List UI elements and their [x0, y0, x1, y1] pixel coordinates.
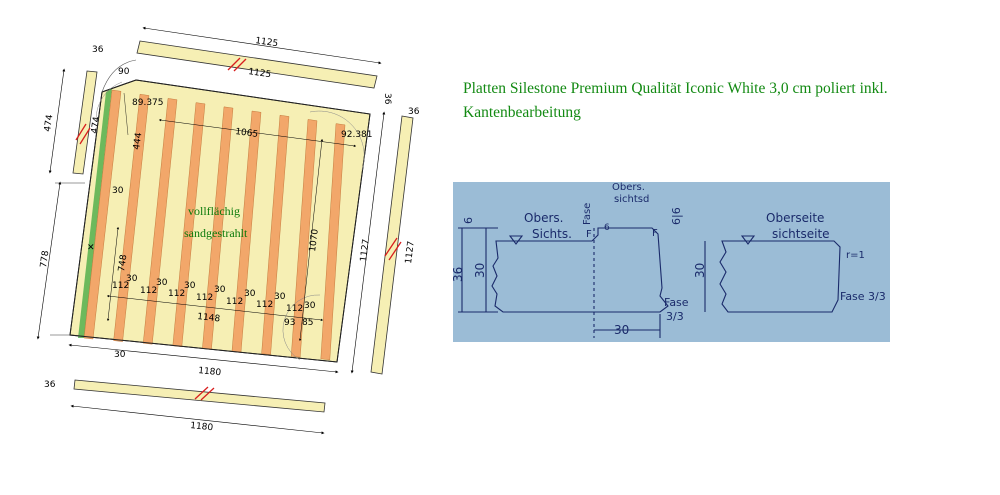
spacing-112-label: 112 [196, 293, 213, 303]
gap-30-bottom-label: 30 [114, 350, 126, 360]
sketch-background [453, 182, 890, 342]
left-strip-thickness-label: 36 [92, 45, 104, 55]
batten-slat [83, 89, 122, 340]
top-strip: 1125 1125 36 [136, 26, 392, 105]
gap-30-top-label: 30 [112, 186, 124, 196]
edge-profile-sketch: Obers. Sichts. Obers. sichtsd Fase F F 6… [451, 182, 890, 342]
sketch-label-r1: r=1 [846, 250, 865, 261]
surface-note-1: vollflächig [188, 204, 240, 218]
spacing-30-label: 30 [214, 285, 226, 295]
sketch-label-sichts: Sichts. [532, 227, 572, 241]
top-strip-length-label: 1125 [255, 36, 279, 49]
angle-top-left-label: 89.375 [132, 98, 164, 108]
spacing-30-label: 30 [274, 292, 286, 302]
surface-note-2: sandgestrahlt [184, 226, 248, 240]
left-strip-break-marker [75, 123, 91, 145]
batten-slat [113, 93, 150, 342]
spacing-112-label: 112 [256, 300, 273, 310]
bottom-inner-label: 1148 [197, 312, 221, 325]
bottom-strip: 1180 36 [44, 379, 326, 435]
dim-85-label: 85 [302, 318, 313, 328]
spacing-30-label: 30 [184, 281, 196, 291]
right-strip-inner-label: 1127 [404, 240, 417, 264]
sketch-label-30-bottom: 30 [614, 323, 629, 337]
inner-width-label: 1065 [235, 127, 259, 140]
angle-top-right-label: 92.381 [341, 130, 373, 140]
spacing-30-label: 30 [304, 301, 316, 311]
bottom-length-label: 1180 [198, 366, 222, 378]
bottom-strip-break-marker [194, 386, 215, 401]
sketch-label-616: 6|6 [670, 207, 683, 225]
sketch-label-oberseite: Oberseite [766, 211, 824, 225]
top-strip-thickness-label: 36 [382, 93, 392, 105]
main-plate: 778 ✕ 748 444 1065 1070 89.375 92.381 90… [36, 59, 373, 378]
spacing-30-label: 30 [126, 274, 138, 284]
sketch-label-30-left: 30 [473, 263, 487, 278]
sketch-label-obers: Obers. [524, 211, 563, 225]
top-strip-break-marker [227, 57, 247, 72]
spacing-112-label: 112 [112, 281, 129, 291]
right-strip-thickness-label: 36 [408, 107, 420, 117]
sketch-label-fase-33: Fase [664, 296, 689, 309]
bottom-strip-thickness-label: 36 [44, 380, 56, 390]
corner-90-label: 90 [118, 67, 130, 77]
dim-93-label: 93 [284, 318, 295, 328]
sketch-label-fase-left: Fase [582, 203, 593, 225]
sketch-label-sichtsd: sichtsd [614, 194, 649, 205]
sketch-label-36: 36 [451, 267, 465, 282]
sketch-label-6: 6 [462, 217, 475, 224]
sketch-label-33: 3/3 [666, 310, 684, 323]
inner-height-label: 1070 [308, 228, 321, 252]
sketch-label-fase-33-right: Fase 3/3 [840, 290, 886, 303]
spacing-112-label: 112 [168, 289, 185, 299]
page-heading: Platten Silestone Premium Qualität Iconi… [463, 80, 888, 121]
sketch-label-obers-top: Obers. [612, 182, 645, 193]
dim-444-label: 444 [132, 132, 144, 151]
bottom-strip-length-label: 1180 [190, 421, 214, 433]
sketch-label-f-right: F [652, 228, 658, 239]
sketch-label-30-right: 30 [693, 263, 707, 278]
spacing-labels: 112 30 112 30 112 30 112 30 112 30 112 3… [112, 274, 316, 328]
top-strip-inner-label: 1125 [248, 67, 272, 80]
sketch-label-sichtseite: sichtseite [772, 227, 830, 241]
right-strip-length-label: 1127 [359, 238, 372, 262]
spacing-112-label: 112 [140, 286, 157, 296]
left-strip-length-label: 474 [43, 114, 55, 133]
left-edge-label: 778 [39, 250, 51, 269]
cross-mark: ✕ [87, 243, 95, 253]
left-strip: 474 474 36 [43, 45, 104, 175]
sketch-label-f-left: F [586, 229, 592, 240]
right-strip-break-marker [384, 237, 402, 261]
sketch-label-fase-top: 6 [604, 223, 610, 233]
inner-left-label: 748 [117, 254, 129, 273]
spacing-30-label: 30 [244, 289, 256, 299]
spacing-112-label: 112 [286, 304, 303, 314]
spacing-112-label: 112 [226, 297, 243, 307]
right-strip: 1127 1127 36 [350, 107, 420, 375]
spacing-30-label: 30 [156, 278, 168, 288]
